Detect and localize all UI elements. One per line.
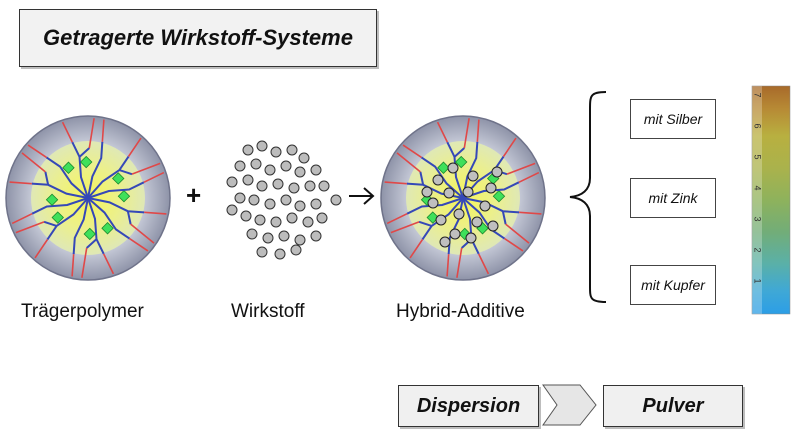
flow-chevron-icon [542,384,597,426]
strip-number: 4 [752,185,763,191]
color-test-strip [751,85,791,315]
strip-number: 7 [752,92,763,98]
active-agent-particles [226,140,342,260]
strip-number: 3 [752,216,763,222]
plus-icon: + [186,180,202,210]
powder-box: Pulver [603,385,743,427]
active-label: Wirkstoff [231,301,305,322]
strip-number: 5 [752,154,763,160]
strip-number: 6 [752,123,763,129]
title-box: Getragerte Wirkstoff-Systeme [19,9,377,67]
strip-number: 2 [752,247,763,253]
hybrid-label: Hybrid-Additive [396,301,525,322]
page-title: Getragerte Wirkstoff-Systeme [43,25,353,50]
curly-brace [569,91,607,303]
option-zinc: mit Zink [630,178,716,218]
dispersion-box: Dispersion [398,385,539,427]
option-silver: mit Silber [630,99,716,139]
carrier-label: Trägerpolymer [21,301,144,322]
carrier-polymer-sphere [5,115,171,281]
option-copper: mit Kupfer [630,265,716,305]
arrow-right-icon [349,187,375,205]
strip-number: 1 [752,278,763,284]
hybrid-additive-sphere [380,115,546,281]
